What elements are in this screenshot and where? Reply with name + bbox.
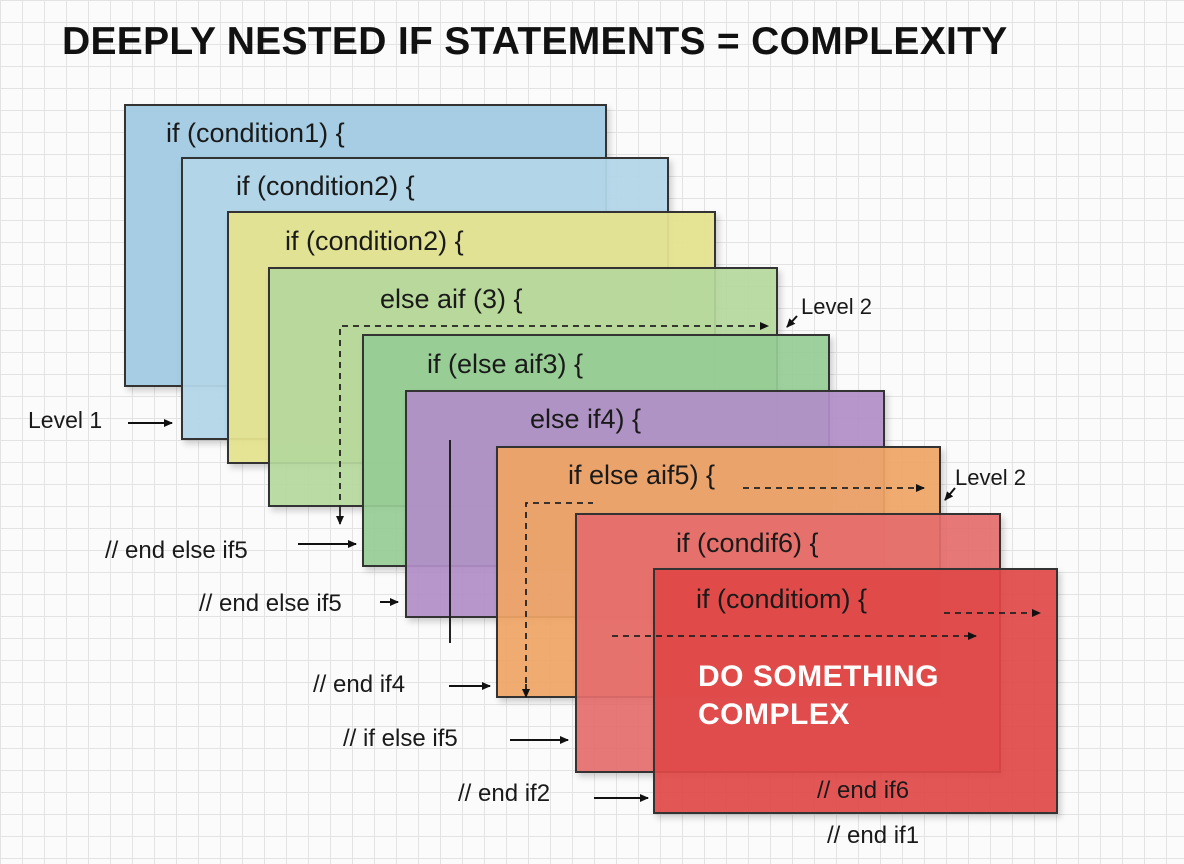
level-2-mid-arrow [944,487,956,501]
core-action-text: DO SOMETHING COMPLEX [698,658,939,734]
end-if4-label: // end if4 [313,671,406,698]
panel-level-1-label: if (condition1) { [166,118,345,148]
panel-level-6-label: else if4) { [530,404,642,434]
panel-level-2-label: if (condition2) { [236,171,415,201]
panel-level-7-label: if else aif5) { [568,460,716,490]
panel-level-8-label: if (condif6) { [676,528,819,558]
panel-level-4-label: else aif (3) { [380,284,523,314]
core-action-line-2: COMPLEX [698,698,850,731]
level-2-top-label: Level 2 [801,294,872,319]
page-title: DEEPLY NESTED IF STATEMENTS = COMPLEXITY [62,20,1008,63]
panel-level-9 [653,568,1058,814]
level-1-label: Level 1 [28,407,103,433]
end-if2-label: // end if2 [458,780,551,807]
panel-level-3-label: if (condition2) { [285,226,464,256]
level-2-top-arrow [786,315,798,328]
panel-level-5-label: if (else aif3) { [427,349,584,379]
panel-level-9-label: if (conditiom) { [696,584,868,614]
dashed-connector-level-7 [525,502,593,694]
end-else-if5-label-b: // end else if5 [199,590,342,617]
dashed-connector-level-4 [339,322,769,522]
level-2-mid-label: Level 2 [955,465,1026,490]
if-else-if5-label: // if else if5 [343,725,458,752]
core-action-line-1: DO SOMETHING [698,660,940,693]
end-if6-label: // end if6 [817,777,910,804]
end-if1-label: // end if1 [827,822,920,849]
end-else-if5-label-a: // end else if5 [105,537,248,564]
